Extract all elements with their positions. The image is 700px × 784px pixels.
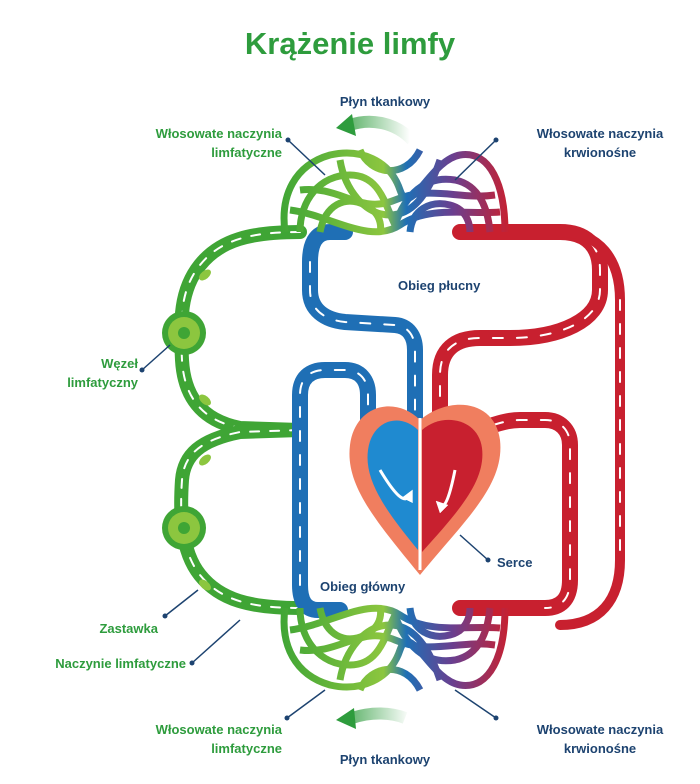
- heart: [349, 404, 501, 575]
- label-lymph-vessel: Naczynie limfatyczne: [55, 656, 186, 671]
- label-tissue-fluid-top: Płyn tkankowy: [339, 94, 431, 109]
- label-lymph-capillaries-bottom: Włosowate naczynia limfatyczne: [155, 722, 282, 756]
- label-pulmonary-circulation: Obieg płucny: [398, 278, 481, 293]
- label-blood-capillaries-bottom: Włosowate naczynia krwionośne: [536, 722, 664, 756]
- vein-vessels: [292, 224, 423, 618]
- label-heart: Serce: [497, 555, 533, 570]
- lymph-node-lower: [162, 506, 206, 550]
- tissue-fluid-arrow-bottom: [350, 707, 408, 724]
- capillary-network-bottom: [280, 604, 509, 692]
- lymph-vessels: [174, 225, 307, 615]
- pointer-lines: [141, 139, 497, 719]
- label-valve: Zastawka: [99, 621, 158, 636]
- artery-vessels: [432, 224, 625, 630]
- label-blood-capillaries-top: Włosowate naczynia krwionośne: [536, 126, 664, 160]
- pointer-dots: [139, 137, 499, 721]
- label-lymph-node: Węzeł limfatyczny: [67, 356, 138, 390]
- label-systemic-circulation: Obieg główny: [320, 579, 406, 594]
- page-title: Krążenie limfy: [244, 26, 456, 61]
- lymph-node-upper: [162, 311, 206, 355]
- capillary-network-top: [280, 148, 509, 236]
- tissue-fluid-arrow-top: [348, 115, 417, 145]
- label-lymph-capillaries-top: Włosowate naczynia limfatyczne: [155, 126, 282, 160]
- label-tissue-fluid-bottom: Płyn tkankowy: [339, 752, 431, 767]
